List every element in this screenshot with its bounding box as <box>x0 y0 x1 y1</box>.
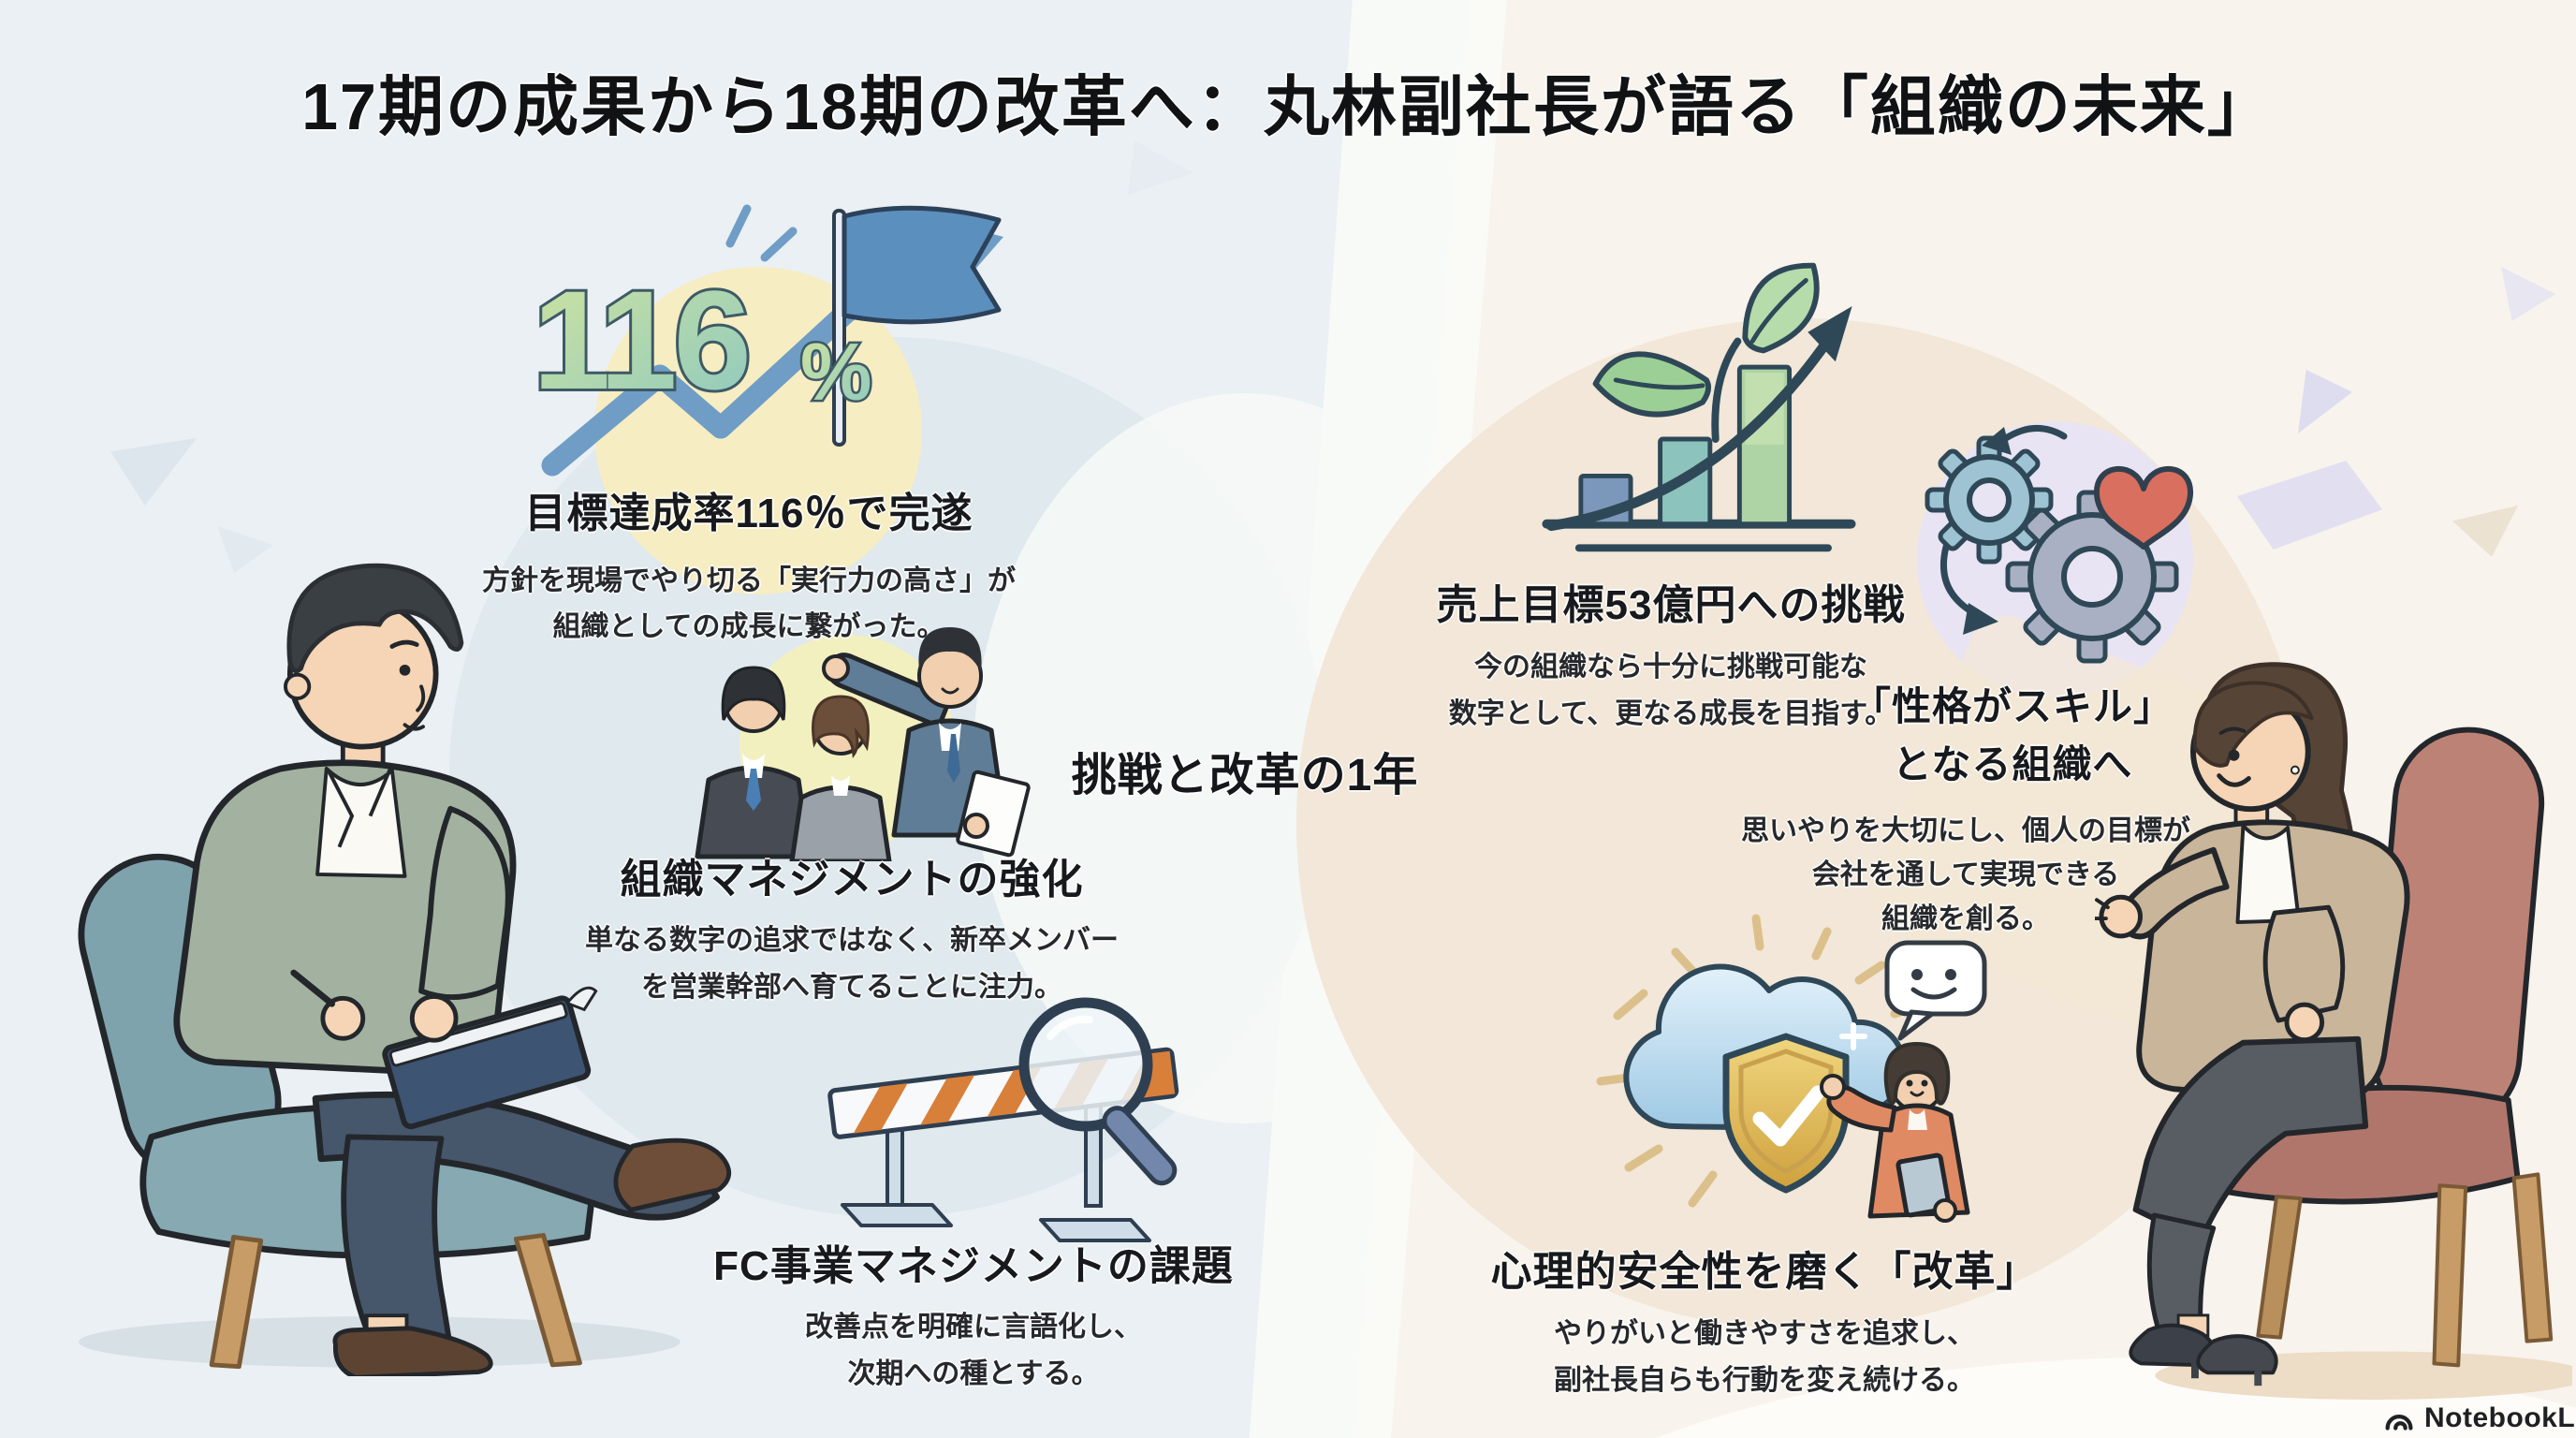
arrowhead <box>1963 603 1998 635</box>
achievement-line2: 組織としての成長に繋がった。 <box>552 611 945 642</box>
confetti-shape <box>110 438 197 506</box>
character-heading: 「性格がスキル」 となる組織へ <box>1638 678 2387 794</box>
man <box>173 563 732 1376</box>
character-line2: 会社を通して実現できる <box>1811 859 2120 890</box>
notebooklm-icon <box>2385 1414 2413 1431</box>
achievement-body: 方針を現場でやり切る「実行力の高さ」が 組織としての成長に繋がった。 <box>328 558 1170 650</box>
badge-unit: % <box>800 328 871 418</box>
goal-flag-growth-icon: 116 % <box>530 204 1003 477</box>
notebooklm-label: NotebookLM <box>2424 1402 2576 1433</box>
safety-line2: 副社長自らも行動を変え続ける。 <box>1554 1365 1975 1396</box>
smiley-bubble <box>1884 940 1987 1041</box>
magnifier <box>1018 997 1178 1186</box>
heel <box>2196 1334 2278 1375</box>
character-line3: 組織を創る。 <box>1881 903 2050 934</box>
fc-line2: 次期への種とする。 <box>847 1358 1100 1389</box>
pen <box>290 969 336 1007</box>
management-body: 単なる数字の追求ではなく、新卒メンバー を営業幹部へ育てることに注力。 <box>431 917 1273 1011</box>
character-line1: 思いやりを大切にし、個人の目標が <box>1741 815 2190 846</box>
sparkle <box>725 204 752 248</box>
safety-line1: やりがいと働きやすさを追求し、 <box>1554 1318 1975 1349</box>
sales-heading: 売上目標53億円への挑戦 <box>1436 582 1906 628</box>
shoe <box>332 1326 493 1376</box>
vice-president-woman-illustration <box>2095 662 2572 1401</box>
chair-right <box>2208 726 2554 1368</box>
growth-chart-plant-icon <box>1542 262 1856 552</box>
arrowhead <box>1982 427 2012 455</box>
heart <box>2093 465 2194 550</box>
notebooklm-branding: NotebookLM <box>2381 1401 2576 1436</box>
safety-body: やりがいと働きやすさを追求し、 副社長自らも行動を変え続ける。 <box>1343 1311 2186 1404</box>
notebook <box>382 986 598 1130</box>
character-heading-line1: 「性格がスキル」 <box>1851 684 2174 728</box>
flag <box>842 205 1002 325</box>
gears-heart-icon <box>1925 425 2194 664</box>
center-theme-label: 挑戦と改革の1年 <box>1071 751 1419 800</box>
shield <box>1722 1033 1850 1194</box>
barricade-magnifier-icon <box>827 997 1179 1242</box>
shoe-crossed <box>613 1137 732 1212</box>
arrowhead <box>1808 306 1852 362</box>
character-body: 思いやりを大切にし、個人の目標が 会社を通して実現できる 組織を創る。 <box>1591 809 2340 941</box>
interviewer-man-illustration <box>78 563 732 1376</box>
fc-body: 改善点を明確に言語化し、 次期への種とする。 <box>552 1304 1395 1398</box>
team-member-male <box>695 666 812 859</box>
safety-heading: 心理的安全性を磨く「改革」 <box>1490 1249 2039 1295</box>
team-leader <box>822 627 1031 858</box>
flag-pole <box>832 209 846 447</box>
fc-line1: 改善点を明確に言語化し、 <box>805 1312 1142 1343</box>
big-gear <box>2005 490 2179 664</box>
achievement-heading: 目標達成率116％で完遂 <box>524 491 973 536</box>
management-heading: 組織マネジメントの強化 <box>620 857 1084 902</box>
sparkle <box>760 227 798 262</box>
small-person <box>1820 1041 1970 1223</box>
team-management-icon <box>695 627 1031 861</box>
small-gear <box>1925 435 2054 565</box>
page-title: 17期の成果から18期の改革へ：丸林副社長が語る「組織の未来」 <box>301 70 2275 143</box>
sales-line1: 今の組織なら十分に挑戦可能な <box>1474 652 1867 682</box>
team-member-female <box>789 695 892 861</box>
sales-line2: 数字として、更なる成長を目指す。 <box>1448 698 1894 729</box>
cloud-shield-person-icon <box>1596 914 1987 1223</box>
management-line2: を営業幹部へ育てることに注力。 <box>641 972 1062 1003</box>
management-line1: 単なる数字の追求ではなく、新卒メンバー <box>585 925 1119 956</box>
achievement-line1: 方針を現場でやり切る「実行力の高さ」が <box>482 565 1016 596</box>
badge-number: 116 <box>533 261 748 418</box>
woman <box>2095 662 2410 1387</box>
sales-body: 今の組織なら十分に挑戦可能な 数字として、更なる成長を目指す。 <box>1250 644 2092 738</box>
fc-heading: FC事業マネジメントの課題 <box>713 1243 1234 1289</box>
character-heading-line2: となる組織へ <box>1892 742 2133 786</box>
